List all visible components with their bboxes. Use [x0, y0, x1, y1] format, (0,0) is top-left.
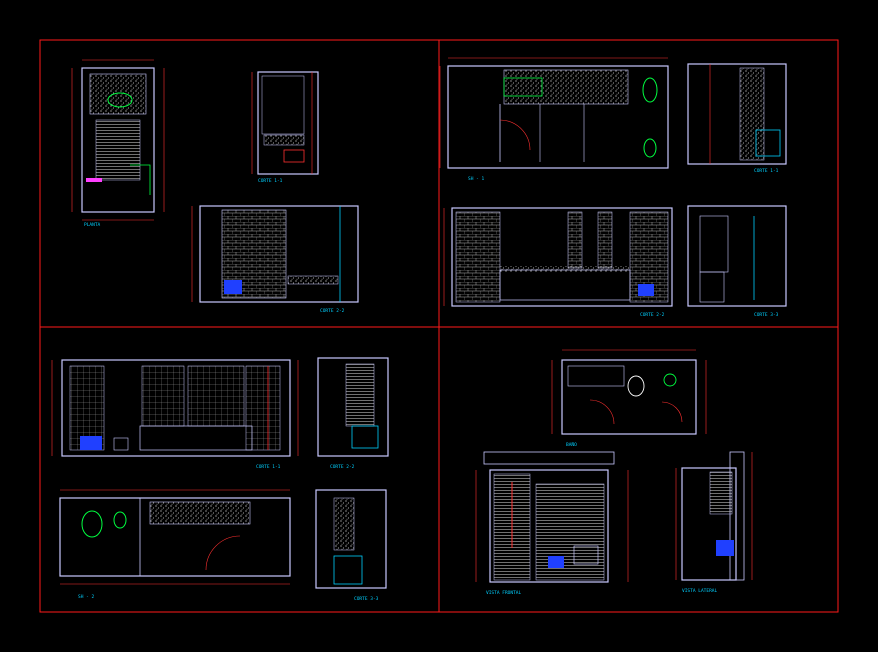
q4-plan-title: BAÑO: [566, 441, 577, 448]
q4-front-view: VISTA FRONTAL: [475, 451, 629, 596]
q3-section-a-title: CORTE 1-1: [256, 464, 281, 470]
q3-section-c-title: CORTE 3-3: [354, 596, 379, 602]
q1-section-a: CORTE 1-1: [251, 71, 319, 184]
q2-section-c: CORTE 3-3: [687, 205, 787, 318]
q1-section-b: CORTE 2-2: [191, 205, 359, 314]
sheet-frame: [39, 39, 839, 613]
q4-plan: BAÑO: [551, 349, 707, 448]
q3-section-b: CORTE 2-2: [317, 357, 389, 470]
q2-section-c-title: CORTE 3-3: [754, 312, 779, 318]
q1-section-a-title: CORTE 1-1: [258, 178, 283, 184]
q2-section-a-title: CORTE 1-1: [754, 168, 779, 174]
q4-front-title: VISTA FRONTAL: [486, 590, 522, 596]
q2-section-b: CORTE 2-2: [443, 207, 673, 318]
q2-plan-title: SH - 1: [468, 176, 485, 182]
q1-plan-title: PLANTA: [84, 222, 101, 228]
q2-section-b-title: CORTE 2-2: [640, 312, 665, 318]
q2-section-a: CORTE 1-1: [687, 63, 787, 174]
q1-plan: PLANTA: [71, 59, 165, 228]
q3-plan-title: SH - 2: [78, 594, 95, 600]
q3-section-b-title: CORTE 2-2: [330, 464, 355, 470]
q3-section-c: CORTE 3-3: [315, 489, 387, 602]
q4-side-view: VISTA LATERAL: [675, 451, 753, 594]
q3-section-a: CORTE 1-1: [51, 359, 299, 470]
q2-plan: SH - 1: [439, 57, 669, 182]
q1-section-b-title: CORTE 2-2: [320, 308, 345, 314]
q3-plan: SH - 2: [59, 489, 291, 600]
q4-side-title: VISTA LATERAL: [682, 588, 718, 594]
